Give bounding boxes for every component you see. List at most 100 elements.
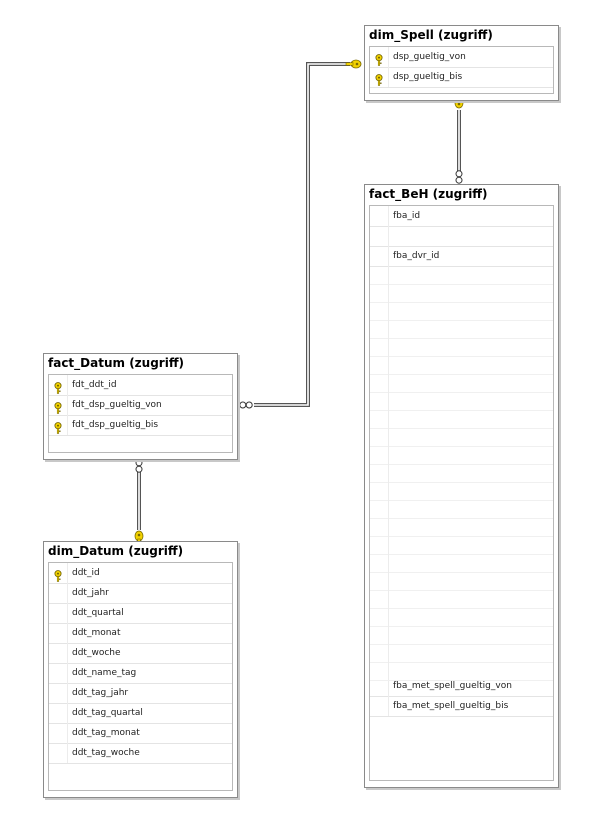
column-name: ddt_id (72, 568, 100, 578)
column-list: ddt_id ddt_jahr ddt_quartal ddt_monat ddt_wo… (48, 562, 233, 791)
column-row[interactable] (370, 226, 553, 247)
empty-row (370, 302, 553, 321)
row-selector[interactable] (49, 583, 68, 603)
row-selector[interactable] (370, 676, 389, 696)
empty-row (370, 518, 553, 537)
column-name: fba_dvr_id (393, 251, 440, 261)
column-row[interactable]: ddt_id (49, 563, 232, 584)
row-selector[interactable] (49, 703, 68, 723)
column-name: ddt_monat (72, 628, 121, 638)
column-row[interactable]: ddt_jahr (49, 583, 232, 604)
empty-row (370, 338, 553, 357)
column-name: ddt_tag_quartal (72, 708, 143, 718)
row-selector (370, 446, 389, 464)
table-title: fact_BeH (zugriff) (369, 187, 488, 201)
column-row[interactable]: dsp_gueltig_von (370, 47, 553, 68)
row-selector[interactable] (49, 623, 68, 643)
column-row[interactable]: ddt_tag_quartal (49, 703, 232, 724)
row-selector[interactable] (49, 743, 68, 763)
empty-row (370, 320, 553, 339)
column-name: fdt_dsp_gueltig_von (72, 400, 162, 410)
row-selector (370, 518, 389, 536)
row-selector (370, 482, 389, 500)
column-row[interactable]: fdt_ddt_id (49, 375, 232, 396)
column-row[interactable]: ddt_woche (49, 643, 232, 664)
column-name: dsp_gueltig_von (393, 52, 466, 62)
column-name: ddt_tag_jahr (72, 688, 129, 698)
column-row[interactable]: ddt_name_tag (49, 663, 232, 684)
row-selector (370, 428, 389, 446)
row-selector (370, 464, 389, 482)
infinity-icon (239, 401, 253, 409)
row-selector[interactable] (370, 206, 389, 226)
empty-row (370, 626, 553, 645)
row-selector[interactable] (49, 563, 68, 583)
relationship-dimspell-factdatum[interactable] (254, 62, 350, 407)
empty-row (370, 536, 553, 555)
key-icon (345, 59, 362, 69)
row-selector (370, 266, 389, 284)
row-selector (370, 572, 389, 590)
row-selector (370, 374, 389, 392)
row-selector (370, 500, 389, 518)
column-row[interactable]: fdt_dsp_gueltig_von (49, 395, 232, 416)
column-name: fba_met_spell_gueltig_von (393, 681, 512, 691)
column-list: dsp_gueltig_von dsp_gueltig_bis (369, 46, 554, 94)
empty-row (370, 644, 553, 663)
column-row[interactable]: fba_met_spell_gueltig_bis (370, 696, 553, 717)
column-name: dsp_gueltig_bis (393, 72, 463, 82)
row-selector[interactable] (49, 683, 68, 703)
row-selector[interactable] (49, 663, 68, 683)
row-selector (370, 302, 389, 320)
empty-row (370, 410, 553, 429)
row-selector (370, 536, 389, 554)
row-selector (370, 356, 389, 374)
column-name: fba_met_spell_gueltig_bis (393, 701, 509, 711)
row-selector (370, 662, 389, 680)
row-selector[interactable] (370, 67, 389, 87)
row-selector[interactable] (49, 415, 68, 435)
empty-row (370, 554, 553, 573)
row-selector[interactable] (49, 395, 68, 415)
row-selector[interactable] (370, 47, 389, 67)
column-row[interactable]: ddt_tag_woche (49, 743, 232, 764)
column-row[interactable]: fba_dvr_id (370, 246, 553, 267)
row-selector (370, 644, 389, 662)
column-name: fdt_dsp_gueltig_bis (72, 420, 159, 430)
primary-key-icon (53, 567, 63, 582)
column-row[interactable]: fba_id (370, 206, 553, 227)
empty-row (370, 356, 553, 375)
infinity-icon (455, 170, 463, 184)
column-row[interactable]: ddt_tag_jahr (49, 683, 232, 704)
empty-row (370, 572, 553, 591)
empty-row (370, 266, 553, 285)
row-selector[interactable] (370, 246, 389, 266)
empty-row (370, 428, 553, 447)
column-row[interactable]: ddt_tag_monat (49, 723, 232, 744)
row-selector[interactable] (370, 696, 389, 716)
column-row[interactable]: fba_met_spell_gueltig_von (370, 676, 553, 697)
column-row[interactable]: dsp_gueltig_bis (370, 67, 553, 88)
column-name: ddt_quartal (72, 608, 124, 618)
row-selector[interactable] (49, 643, 68, 663)
column-row[interactable]: ddt_monat (49, 623, 232, 644)
table-fact-beh[interactable]: fact_BeH (zugriff) fba_id fba_dvr_id fba_m… (364, 184, 559, 788)
table-title: dim_Spell (zugriff) (369, 28, 493, 42)
row-selector (370, 284, 389, 302)
empty-row (370, 284, 553, 303)
row-selector[interactable] (49, 723, 68, 743)
row-selector[interactable] (49, 603, 68, 623)
column-name: ddt_tag_woche (72, 748, 140, 758)
column-row[interactable]: ddt_quartal (49, 603, 232, 624)
column-list: fdt_ddt_id fdt_dsp_gueltig_von fdt_dsp_gue… (48, 374, 233, 453)
row-selector (370, 554, 389, 572)
row-selector[interactable] (370, 226, 389, 246)
column-row[interactable]: fdt_dsp_gueltig_bis (49, 415, 232, 436)
empty-row (370, 608, 553, 627)
row-selector[interactable] (49, 375, 68, 395)
row-selector (370, 338, 389, 356)
